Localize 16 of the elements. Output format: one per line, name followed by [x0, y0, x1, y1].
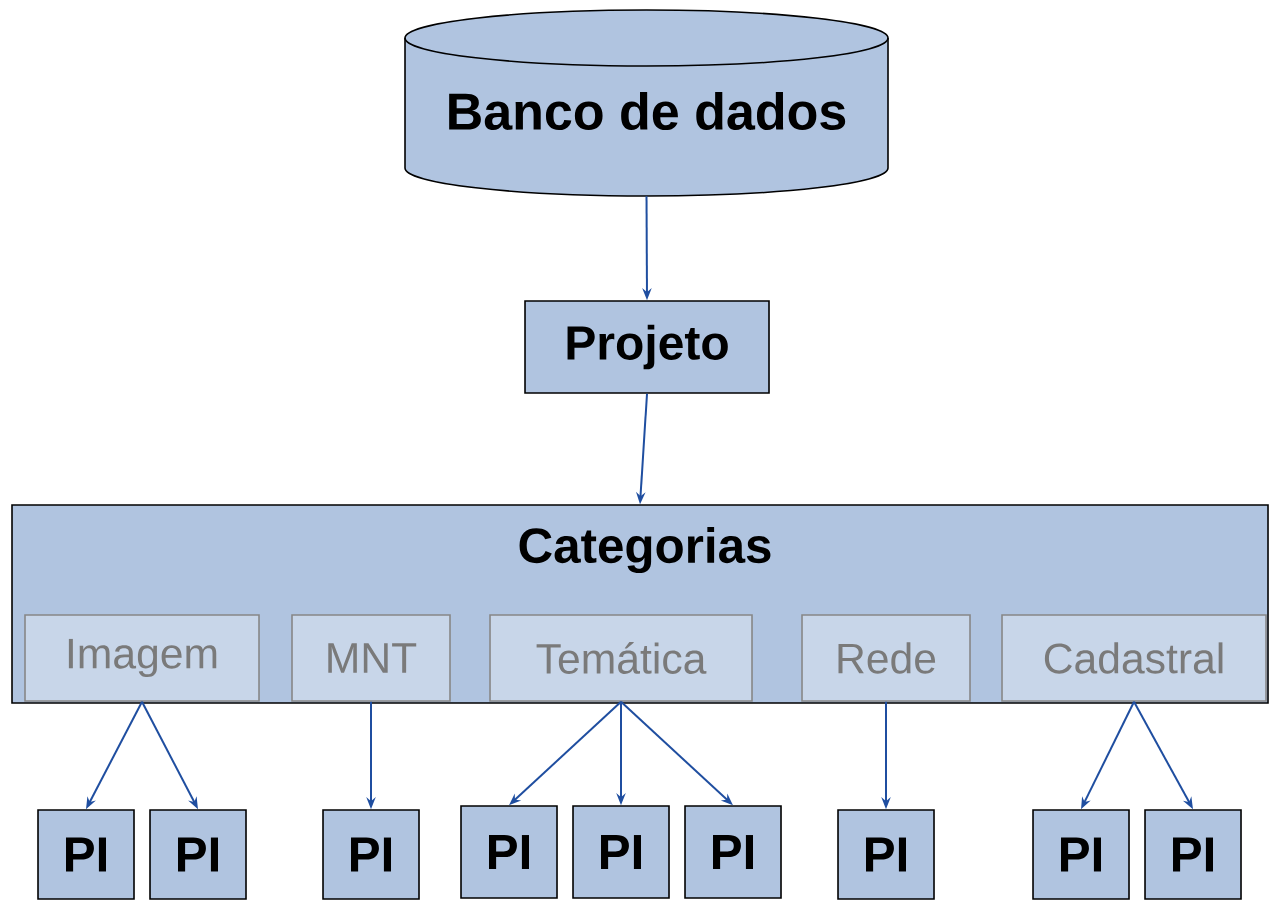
process-box: Projeto: [524, 300, 770, 394]
category-box: Rede: [801, 614, 971, 702]
layer-box: PI: [837, 809, 935, 900]
layer-box: PI: [572, 805, 670, 899]
layer-box: PI: [684, 805, 782, 899]
layer-box: PI: [1032, 809, 1130, 900]
category-box: Temática: [489, 614, 753, 702]
category-box: Imagem: [24, 614, 260, 702]
layer-box: PI: [149, 809, 247, 900]
category-box: Cadastral: [1001, 614, 1267, 702]
layer-box: PI: [322, 809, 420, 900]
database-cylinder: Banco de dados: [404, 9, 889, 197]
category-box: MNT: [291, 614, 451, 702]
layer-box: PI: [1144, 809, 1242, 900]
layer-box: PI: [460, 805, 558, 899]
layer-box: PI: [37, 809, 135, 900]
